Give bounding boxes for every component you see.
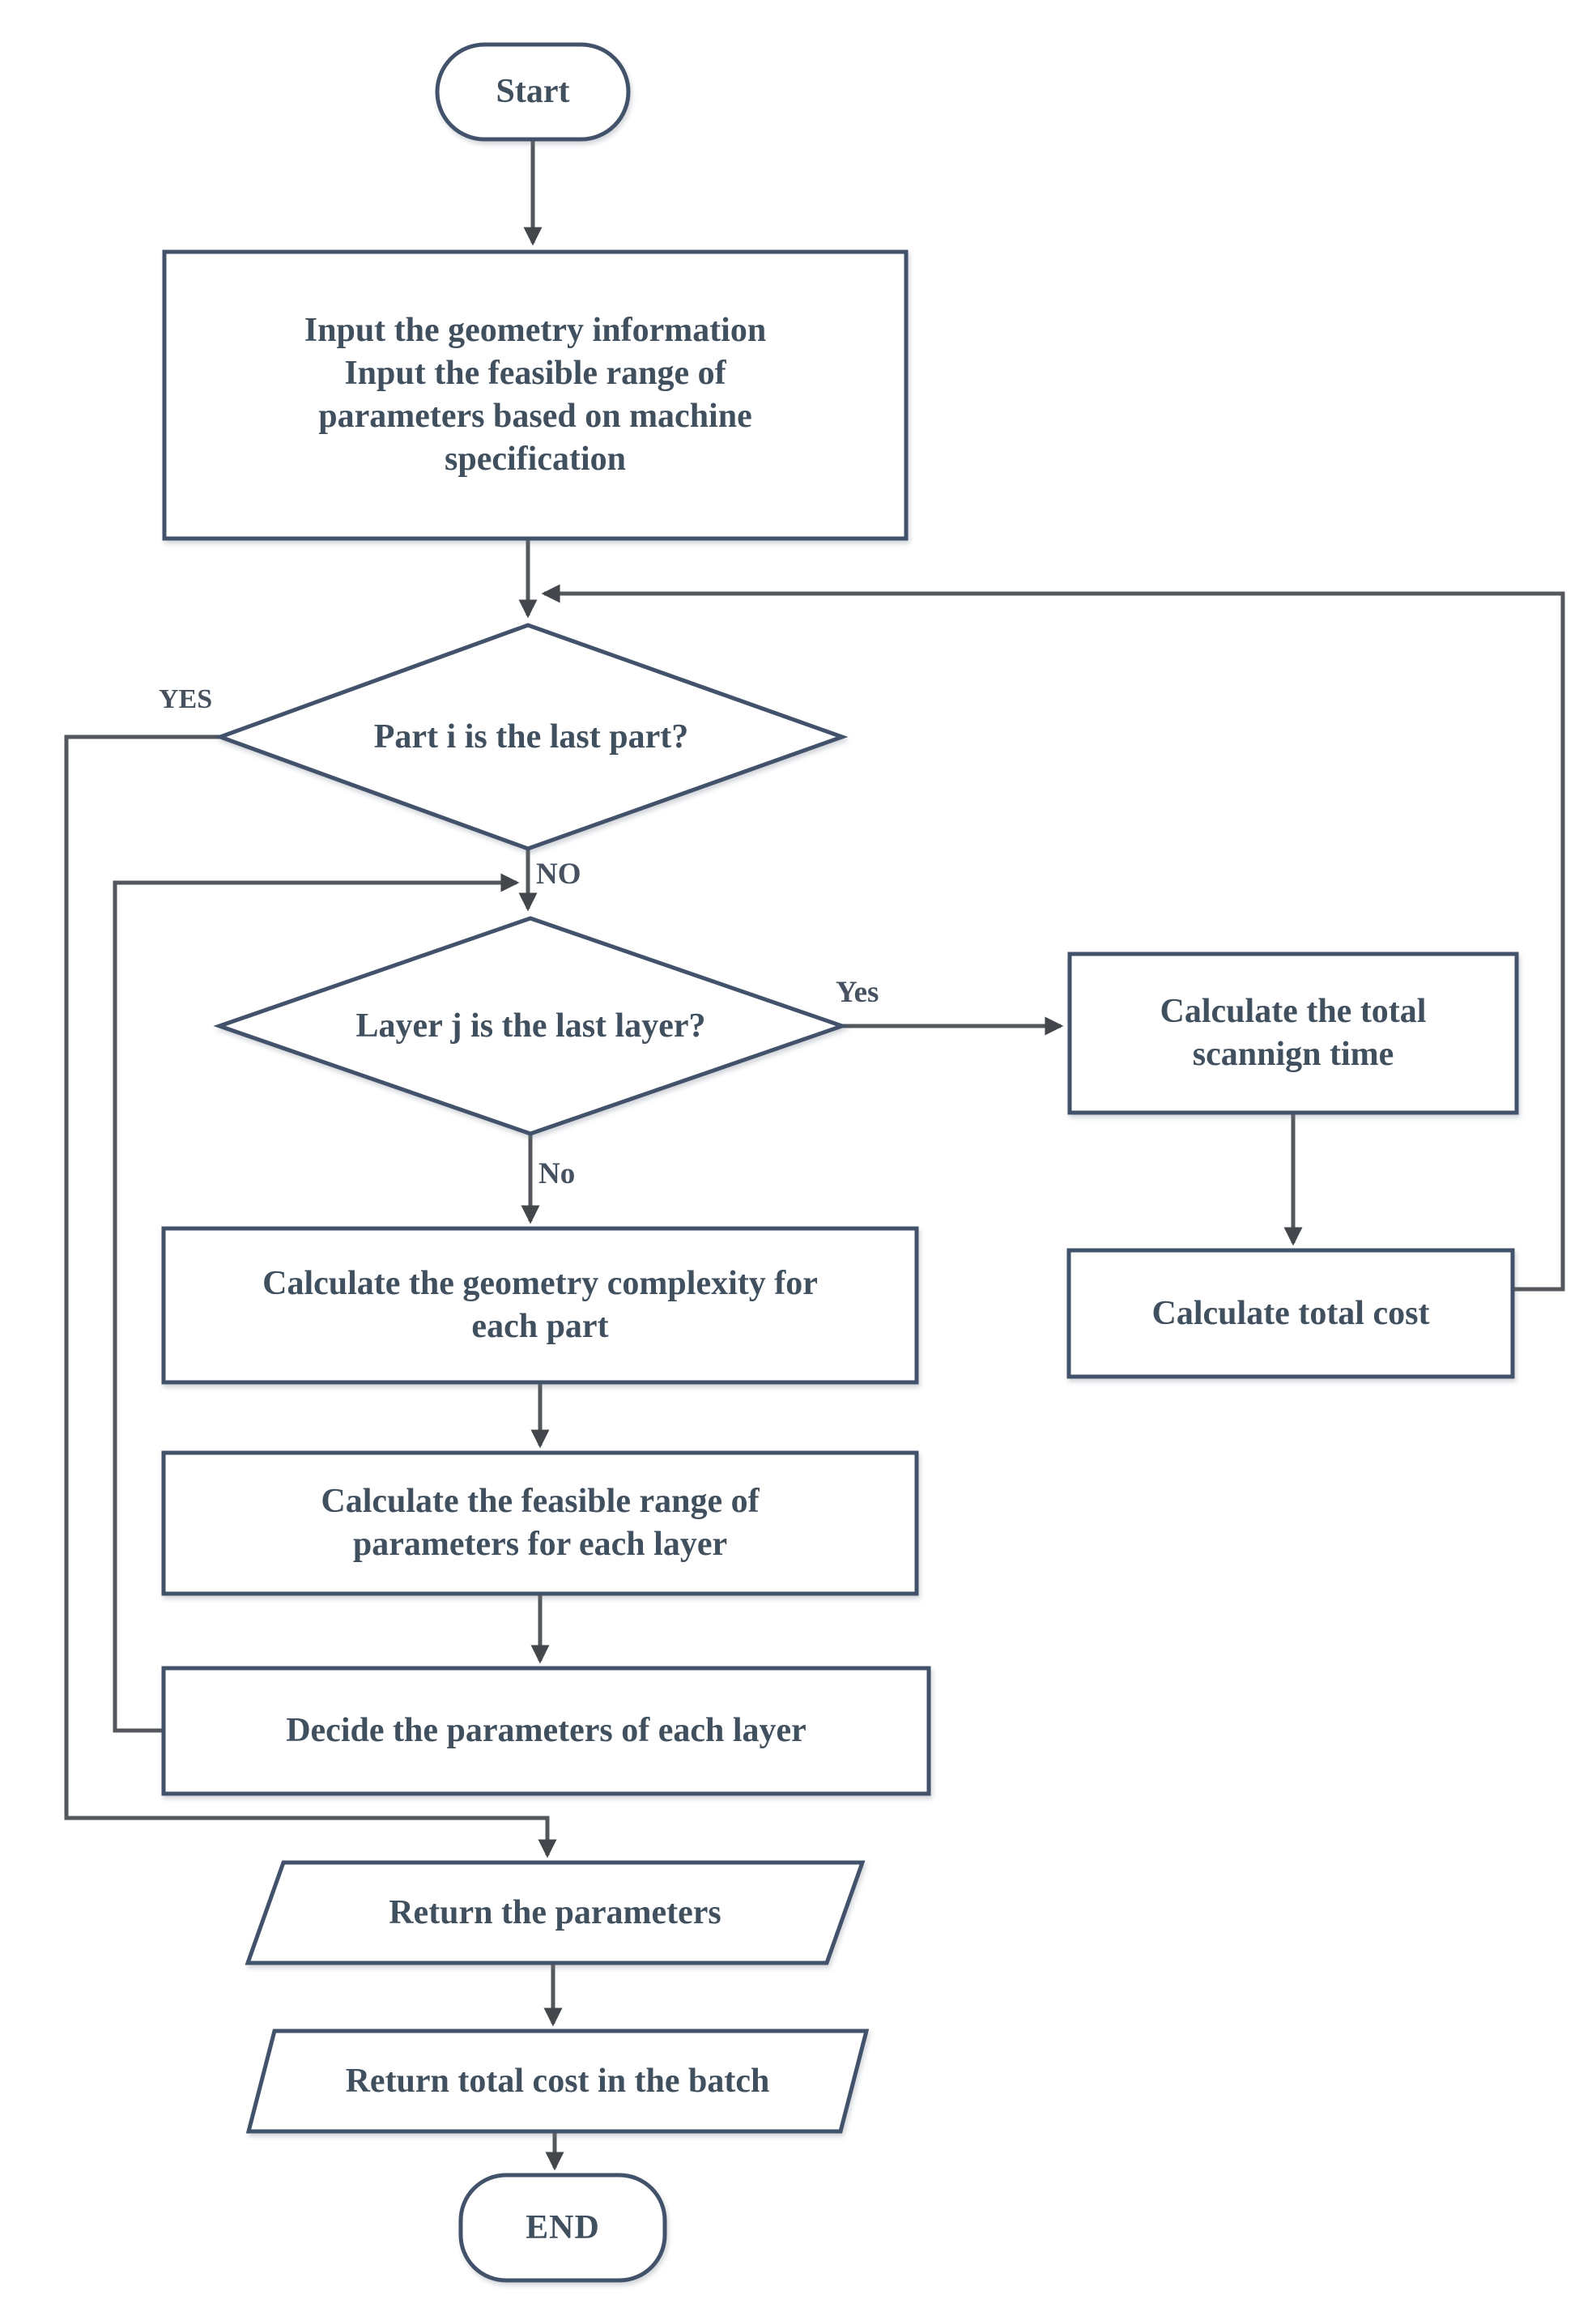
edge-decide-parameters-loop-to-layer-decision <box>113 873 520 1733</box>
feasible-range-process-shape <box>161 1450 919 1596</box>
edges <box>64 139 1565 2171</box>
end-terminator-shape <box>458 2173 667 2283</box>
edge-part-decision-yes-to-return-parameters <box>64 734 557 1858</box>
geometry-complexity-process-shape <box>161 1226 919 1385</box>
total-cost-process-shape <box>1066 1248 1515 1379</box>
start-terminator-shape <box>435 42 631 142</box>
input-process-shape <box>162 249 909 541</box>
part-decision-diamond-shape <box>214 623 849 851</box>
return-total-cost-io-shape <box>245 2029 870 2134</box>
return-parameters-io-shape <box>245 1860 866 1965</box>
decide-parameters-process-shape <box>161 1666 931 1796</box>
layer-decision-diamond-shape <box>213 916 849 1136</box>
scanning-time-process-shape <box>1067 952 1519 1115</box>
edge-total-cost-loop-to-part-decision <box>541 584 1565 1292</box>
shapes <box>161 42 1519 2283</box>
